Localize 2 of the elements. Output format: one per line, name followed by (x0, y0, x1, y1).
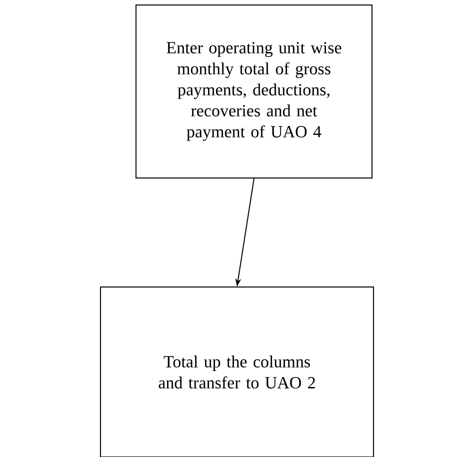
process-box: Total up the columns and transfer to UAO 2 (100, 286, 374, 457)
process-box: Enter operating unit wise monthly total of gross payments, deductions, recoveries and net payment of UAO 4 (136, 4, 372, 178)
